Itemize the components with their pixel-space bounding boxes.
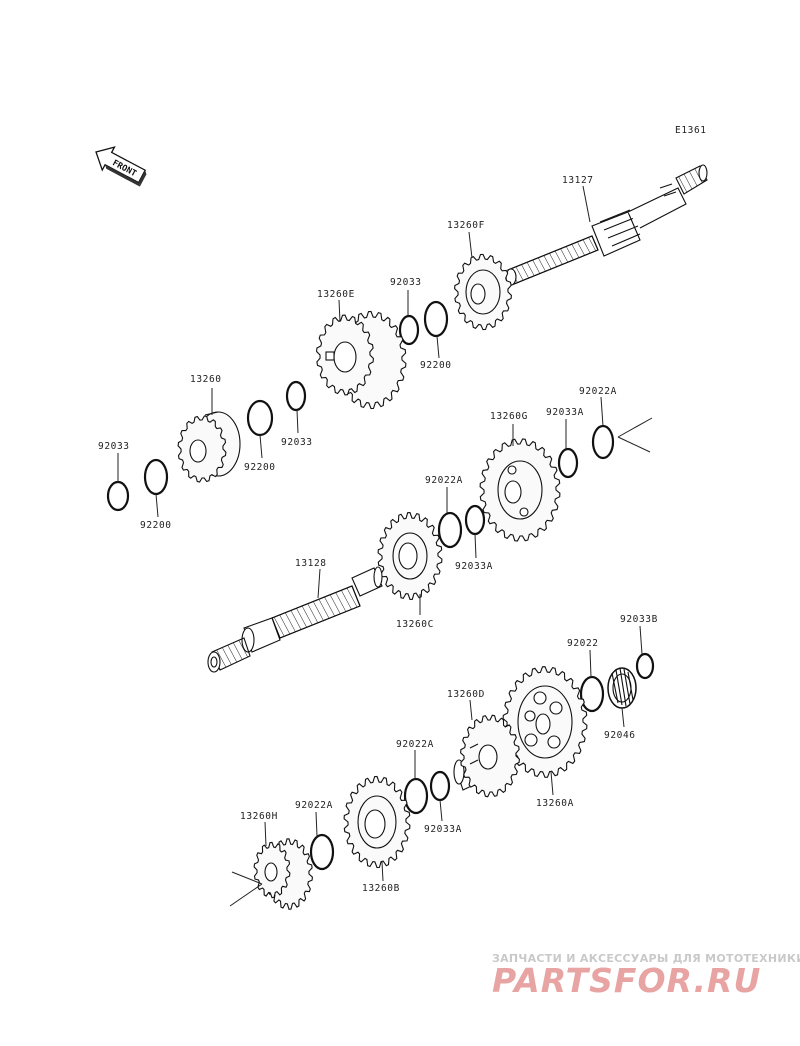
washer-92200 — [423, 300, 449, 338]
label-13260D: 13260D — [447, 689, 485, 700]
gear-13260F — [454, 253, 512, 331]
gear-13260B — [343, 775, 411, 869]
label-13260A: 13260A — [536, 798, 574, 809]
watermark-tagline: ЗАПЧАСТИ И АКСЕССУАРЫ ДЛЯ МОТОТЕХНИКИ — [492, 952, 800, 965]
label-92200-b: 92200 — [244, 462, 276, 473]
label-13260H: 13260H — [240, 811, 278, 822]
label-92033A-b: 92033A — [455, 561, 493, 572]
label-92033-b: 92033 — [281, 437, 313, 448]
circlip-92033B — [635, 652, 655, 680]
washer-92200 — [246, 399, 274, 437]
label-13260: 13260 — [190, 374, 222, 385]
label-13128: 13128 — [295, 558, 327, 569]
gear-13260E — [316, 310, 407, 410]
circlip-92033 — [398, 314, 420, 346]
circlip-92033A — [464, 504, 486, 536]
washer-92022A — [437, 511, 463, 549]
label-92033-a: 92033 — [390, 277, 422, 288]
label-92022A-a: 92022A — [579, 386, 617, 397]
washer-92022A — [403, 777, 429, 815]
washer-92200 — [143, 458, 169, 496]
lower-shaft-13128 — [207, 566, 383, 673]
label-92200-a: 92200 — [420, 360, 452, 371]
label-92046: 92046 — [604, 730, 636, 741]
label-13260E: 13260E — [317, 289, 355, 300]
label-92200-c: 92200 — [140, 520, 172, 531]
label-13260B: 13260B — [362, 883, 400, 894]
gear-13260G — [479, 438, 561, 542]
circlip-92033 — [285, 380, 307, 412]
label-92022A-c: 92022A — [396, 739, 434, 750]
washer-92022 — [579, 675, 605, 713]
circlip-92033A — [557, 447, 579, 479]
label-92022A-b: 92022A — [425, 475, 463, 486]
watermark-logo: PARTSFOR.RU — [492, 961, 761, 1000]
label-13260F: 13260F — [447, 220, 485, 231]
label-13127: 13127 — [562, 175, 594, 186]
gear-13260A — [502, 666, 588, 778]
front-arrow-icon: FRONT — [95, 146, 147, 187]
washer-92022A — [309, 833, 335, 871]
upper-shaft-13127 — [505, 164, 708, 286]
gear-13260D — [453, 714, 520, 798]
circlip-92033A — [429, 770, 451, 802]
label-13260G: 13260G — [490, 411, 528, 422]
label-92022: 92022 — [567, 638, 599, 649]
label-92033A-c: 92033A — [424, 824, 462, 835]
label-92022A-d: 92022A — [295, 800, 333, 811]
needle-bearing-92046 — [607, 667, 637, 709]
gear-13260C — [377, 512, 443, 600]
label-92033B: 92033B — [620, 614, 658, 625]
gear-13260H — [253, 838, 313, 910]
label-92033-c: 92033 — [98, 441, 130, 452]
gear-13260 — [177, 411, 241, 483]
diagram-code-label: E1361 — [675, 125, 707, 136]
label-13260C: 13260C — [396, 619, 434, 630]
label-92033A-a: 92033A — [546, 407, 584, 418]
circlip-92033 — [106, 480, 130, 512]
washer-92022A — [591, 424, 615, 460]
